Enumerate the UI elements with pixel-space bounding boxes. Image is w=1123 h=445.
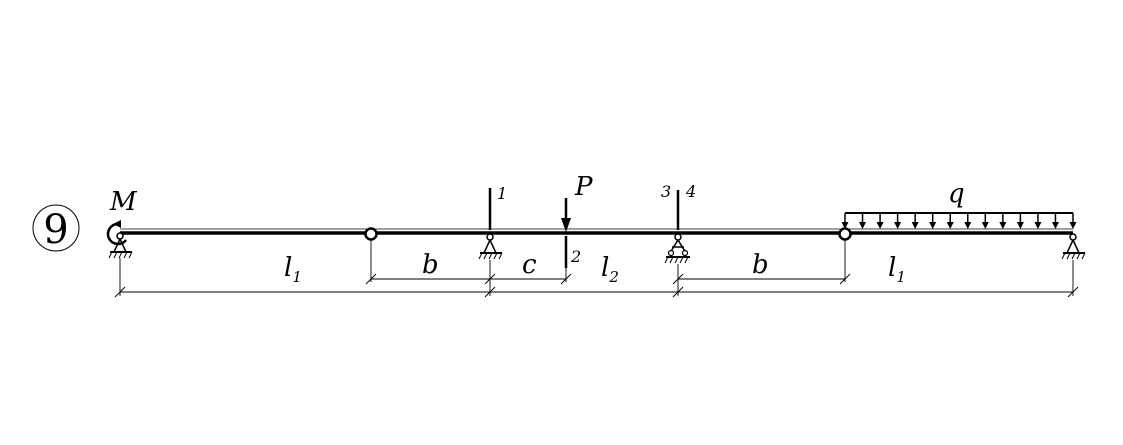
distributed-load-arrowhead [1069, 222, 1077, 229]
hinge-right [838, 227, 852, 241]
distributed-load-arrowhead [981, 222, 989, 229]
dim-c: c [522, 250, 537, 280]
pin-support-right [1061, 233, 1086, 260]
distributed-load-arrowhead [1051, 222, 1059, 229]
section-3-4-marker: 3 4 [661, 182, 696, 230]
section-1-marker: 1 [488, 184, 507, 230]
distributed-load-arrowhead [929, 222, 937, 229]
distributed-load-arrowhead [946, 222, 954, 229]
problem-number-badge: 9 [32, 204, 80, 253]
moment-label: M [109, 187, 138, 217]
pin-support-inner [664, 233, 690, 264]
distributed-load-arrowhead [894, 222, 902, 229]
dim-l1-right: l1 [888, 253, 906, 286]
distributed-load-arrowhead [999, 222, 1007, 229]
pin-support-left [108, 232, 133, 259]
dimension-lines [114, 240, 1079, 298]
pin-support-middle [478, 233, 503, 260]
distributed-load-arrowhead [859, 222, 867, 229]
beam [120, 228, 1073, 235]
distributed-load-label: q [948, 179, 965, 209]
dim-l2: l2 [601, 253, 619, 286]
moment-load: M [106, 187, 138, 246]
distributed-load-arrowhead [1034, 222, 1042, 229]
dimension-labels: l1 b c l2 b l1 [284, 250, 906, 286]
section-label-4: 4 [685, 182, 696, 201]
problem-number: 9 [43, 207, 68, 253]
distributed-load-arrowhead [1016, 222, 1024, 229]
dim-l1-left: l1 [284, 253, 302, 286]
section-label-1: 1 [497, 184, 507, 203]
distributed-load-arrowhead [876, 222, 884, 229]
distributed-load-arrowhead [964, 222, 972, 229]
point-load: P 2 [561, 172, 593, 268]
distributed-load-arrowhead [841, 222, 849, 229]
distributed-load: q [841, 179, 1077, 229]
section-label-2: 2 [570, 247, 581, 266]
force-label: P [574, 172, 593, 202]
hinge-left [364, 227, 378, 241]
dim-b-left: b [422, 250, 439, 280]
section-label-3: 3 [661, 182, 671, 201]
distributed-load-arrowhead [911, 222, 919, 229]
dim-b-right: b [752, 250, 769, 280]
